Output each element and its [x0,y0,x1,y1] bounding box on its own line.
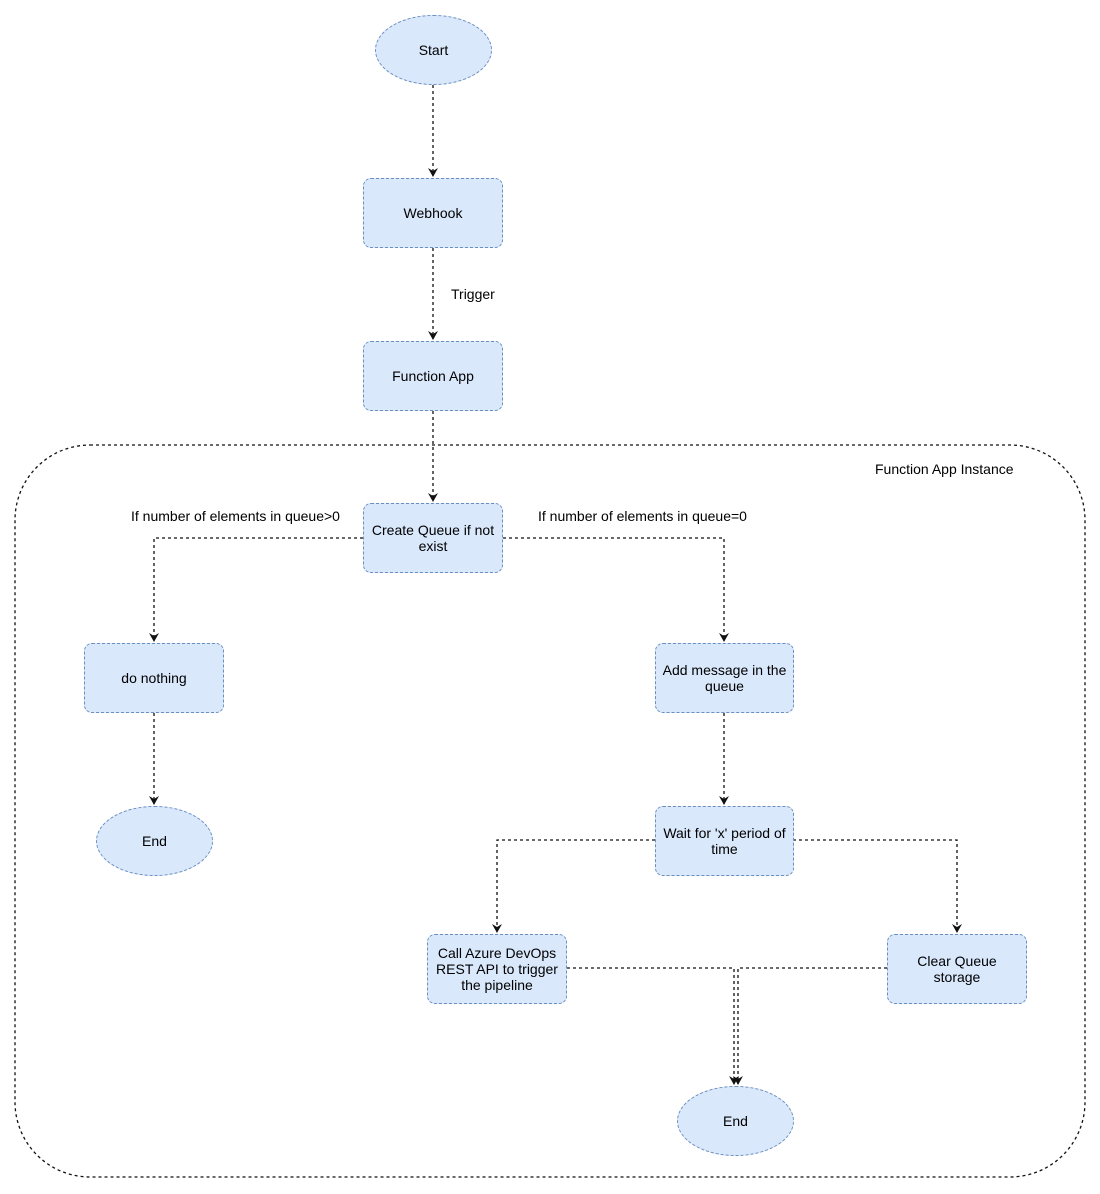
clear-queue-node-label: Clear Queue storage [917,953,997,985]
branch-left-label: If number of elements in queue>0 [131,508,340,524]
add-message-node-label: Add message in the queue [662,662,787,694]
call-devops-node[interactable]: Call Azure DevOps REST API to trigger th… [427,934,567,1004]
wait-node[interactable]: Wait for 'x' period of time [655,806,794,876]
webhook-node-label: Webhook [403,205,463,221]
webhook-node[interactable]: Webhook [363,178,503,248]
end-bottom-node[interactable]: End [677,1086,794,1156]
create-queue-node[interactable]: Create Queue if not exist [363,503,503,573]
end-left-node-label: End [142,833,167,849]
function-app-instance-container [14,444,1086,1178]
wait-node-label: Wait for 'x' period of time [663,825,786,857]
add-message-node[interactable]: Add message in the queue [655,643,794,713]
edge-call-devops-end [567,967,739,1085]
clear-queue-node[interactable]: Clear Queue storage [887,934,1027,1004]
edge-wait-clear-queue [793,839,962,933]
end-left-node[interactable]: End [96,806,213,876]
trigger-label: Trigger [451,286,495,302]
start-node[interactable]: Start [375,15,492,85]
create-queue-node-label: Create Queue if not exist [371,522,495,554]
edge-create-queue-add-message [503,537,729,642]
edge-create-queue-do-nothing [149,537,363,642]
start-node-label: Start [418,42,449,58]
edge-clear-queue-end [733,967,887,1085]
edge-wait-call-devops [492,839,655,933]
do-nothing-node-label: do nothing [121,670,187,686]
container-label: Function App Instance [875,461,1014,477]
end-bottom-node-label: End [723,1113,748,1129]
call-devops-node-label: Call Azure DevOps REST API to trigger th… [436,945,558,993]
function-app-node[interactable]: Function App [363,341,503,411]
function-app-node-label: Function App [392,368,474,384]
do-nothing-node[interactable]: do nothing [84,643,224,713]
branch-right-label: If number of elements in queue=0 [538,508,747,524]
